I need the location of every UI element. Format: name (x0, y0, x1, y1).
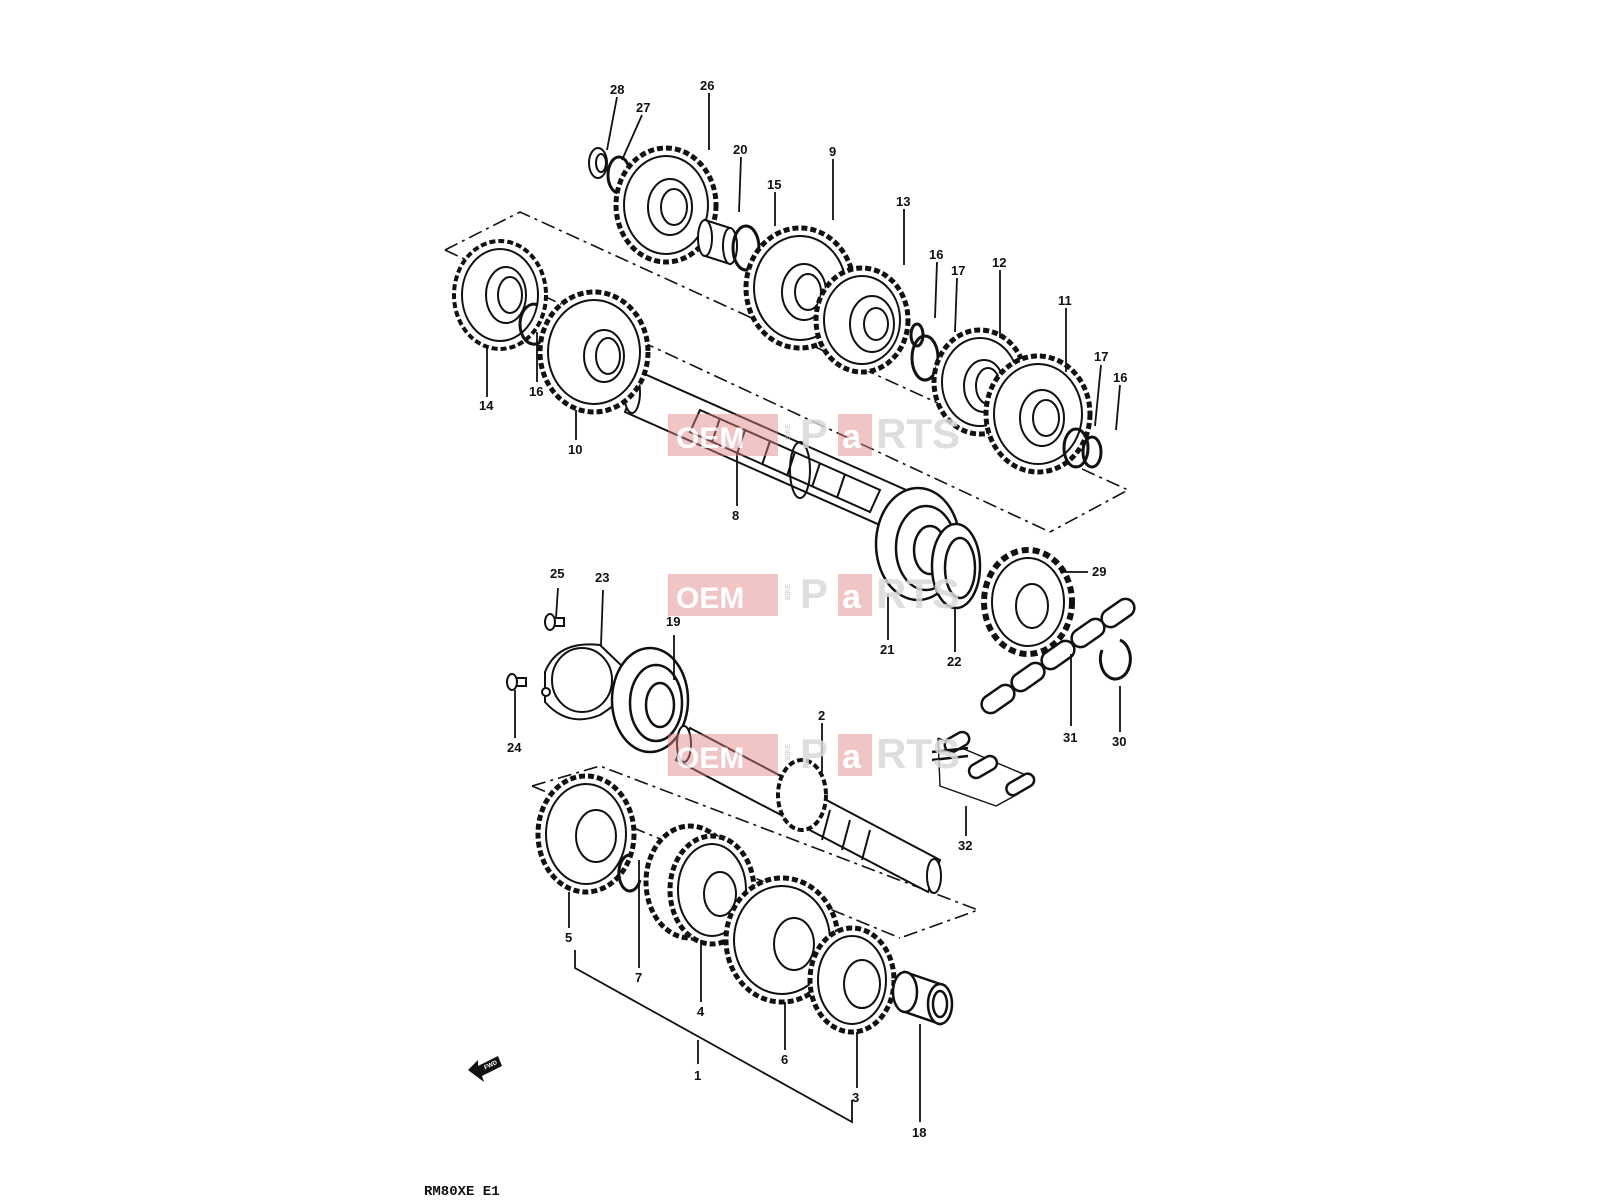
circlip-7 (617, 853, 642, 893)
label-21: 21 (880, 642, 894, 657)
svg-text:a: a (842, 418, 862, 456)
svg-text:BIKE: BIKE (785, 744, 792, 760)
label-19: 19 (666, 614, 680, 629)
bushing-18 (891, 970, 954, 1026)
label-6: 6 (781, 1052, 788, 1067)
label-13: 13 (896, 194, 910, 209)
chain-joint-32 (931, 730, 1036, 797)
label-25: 25 (550, 566, 564, 581)
svg-text:RTS: RTS (876, 410, 960, 457)
gear-11 (983, 353, 1093, 475)
label-4: 4 (697, 1004, 705, 1019)
label-1: 1 (694, 1068, 701, 1083)
svg-text:a: a (842, 578, 862, 616)
gear-13 (813, 265, 911, 375)
label-9: 9 (829, 144, 836, 159)
leader-lines (486, 93, 1121, 1124)
label-2: 2 (818, 708, 825, 723)
part-labels: 28 27 26 20 15 9 13 16 17 12 11 17 16 14… (479, 78, 1127, 1140)
svg-text:P: P (800, 570, 828, 617)
label-26: 26 (700, 78, 714, 93)
label-15: 15 (767, 177, 781, 192)
gear-5 (535, 773, 637, 895)
svg-text:RTS: RTS (876, 570, 960, 617)
label-12: 12 (992, 255, 1006, 270)
svg-text:FWD: FWD (484, 1060, 500, 1071)
washer-28 (588, 147, 608, 179)
svg-text:P: P (800, 410, 828, 457)
label-10: 10 (568, 442, 582, 457)
needle-bearing-20 (697, 218, 738, 266)
svg-text:P: P (800, 730, 828, 777)
gear-14 (452, 239, 548, 351)
label-18: 18 (912, 1125, 926, 1140)
circlip-16c (1081, 435, 1103, 469)
svg-text:a: a (842, 738, 862, 776)
svg-text:OEM: OEM (676, 742, 744, 775)
drive-chain-31 (980, 597, 1136, 715)
front-direction-icon: FWD (468, 1056, 502, 1082)
label-16-left: 16 (529, 384, 543, 399)
label-30: 30 (1112, 734, 1126, 749)
label-7: 7 (635, 970, 642, 985)
label-32: 32 (958, 838, 972, 853)
sprocket-29 (981, 547, 1075, 657)
svg-text:OEM: OEM (676, 582, 744, 615)
bearing-19 (610, 646, 690, 754)
gear-26 (613, 145, 719, 265)
bolt-25 (544, 613, 565, 631)
label-28: 28 (610, 82, 624, 97)
label-23: 23 (595, 570, 609, 585)
screw-24 (506, 673, 527, 691)
gear-10 (537, 289, 651, 415)
diagram-code: RM80XE E1 (424, 1184, 500, 1200)
label-3: 3 (852, 1090, 859, 1105)
svg-text:OEM: OEM (676, 422, 744, 455)
washer-17 (910, 334, 940, 382)
washer-17b (1062, 427, 1090, 469)
label-16-end: 16 (1113, 370, 1127, 385)
svg-text:BIKE: BIKE (785, 584, 792, 600)
oil-seal-22 (930, 522, 982, 610)
label-8: 8 (732, 508, 739, 523)
label-17-end: 17 (1094, 349, 1108, 364)
label-14: 14 (479, 398, 494, 413)
chain-clip-30 (1098, 638, 1132, 681)
label-24: 24 (507, 740, 522, 755)
label-27: 27 (636, 100, 650, 115)
label-11: 11 (1058, 293, 1072, 308)
main-shaft-2 (674, 725, 942, 894)
label-5: 5 (565, 930, 572, 945)
label-20: 20 (733, 142, 747, 157)
watermark: OEM BIKE P a RTS OEM BIKE P a RTS OEM BI… (668, 410, 960, 777)
label-17-upper: 17 (951, 263, 965, 278)
label-22: 22 (947, 654, 961, 669)
svg-text:BIKE: BIKE (785, 424, 792, 440)
countershaft-8 (623, 370, 942, 547)
gear-3 (807, 925, 897, 1035)
svg-text:RTS: RTS (876, 730, 960, 777)
label-16-upper: 16 (929, 247, 943, 262)
label-31: 31 (1063, 730, 1077, 745)
gear-6 (723, 875, 841, 1005)
label-29: 29 (1092, 564, 1106, 579)
